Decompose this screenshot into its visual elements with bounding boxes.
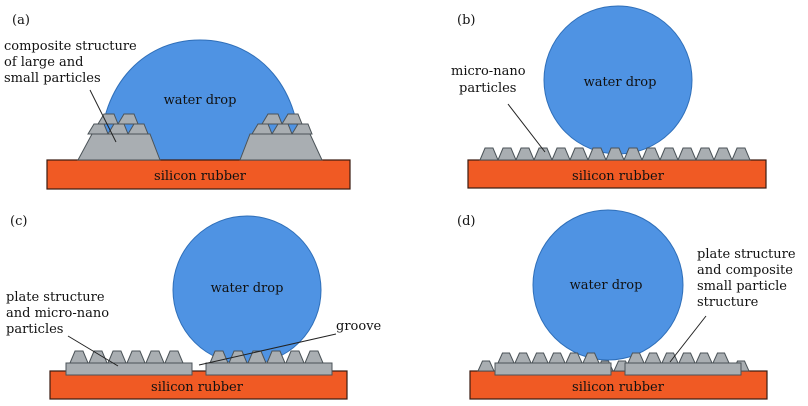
- micro-nano-particle: [497, 147, 517, 161]
- water-drop-label-c: water drop: [211, 281, 284, 296]
- panel-c: (c) water drop silicon rubber plate stru…: [6, 214, 382, 400]
- small-particle-a: [97, 113, 119, 125]
- water-drop-d: [532, 209, 684, 361]
- annotation-b-line1: micro-nano: [451, 64, 526, 79]
- annotation-b-line2: particles: [459, 81, 516, 96]
- micro-nano-particle: [69, 350, 89, 364]
- micro-nano-particle: [164, 350, 184, 364]
- water-drop-label-a: water drop: [164, 93, 237, 108]
- micro-nano-particle: [515, 147, 535, 161]
- plate-c-left: [65, 362, 193, 376]
- annotation-d-line4: structure: [697, 295, 759, 310]
- micro-nano-particle: [731, 147, 751, 161]
- annotation-c-line3: particles: [6, 322, 63, 337]
- annotation-d-leader: [669, 315, 707, 363]
- micro-nano-particle: [285, 350, 305, 364]
- annotation-c-line1: plate structure: [6, 290, 105, 305]
- panel-d: (d) water drop silicon rubber plate stru…: [457, 209, 796, 400]
- micro-nano-particle: [605, 147, 625, 161]
- water-drop-label-b: water drop: [584, 75, 657, 90]
- small-particle: [695, 352, 713, 364]
- annotation-c-leader: [67, 335, 119, 367]
- annotation-a-leader: [89, 89, 117, 143]
- micro-nano-particle-row-b: [479, 147, 751, 161]
- annotation-a-line1: composite structure: [4, 39, 137, 54]
- annotation-b-leader: [507, 103, 546, 153]
- small-particle-a: [117, 113, 139, 125]
- micro-nano-particle: [713, 147, 733, 161]
- panel-b: (b) water drop silicon rubber micro-nano…: [451, 5, 767, 189]
- annotation-a-line2: of large and: [4, 55, 84, 70]
- silicon-rubber-c: [49, 370, 348, 400]
- micro-nano-particle: [659, 147, 679, 161]
- panel-a: (a) water drop silicon rubber composite …: [4, 13, 351, 190]
- panel-c-tag: (c): [10, 214, 27, 229]
- micro-nano-particle: [695, 147, 715, 161]
- micro-nano-particle: [126, 350, 146, 364]
- micro-nano-particle: [551, 147, 571, 161]
- micro-nano-particle: [209, 350, 229, 364]
- groove-leader: [198, 333, 337, 366]
- annotation-d-line2: and composite: [697, 263, 793, 278]
- small-particle: [514, 352, 532, 364]
- silicon-rubber-label-d: silicon rubber: [572, 380, 665, 395]
- large-particle-a-right: [239, 133, 323, 161]
- micro-nano-particle: [587, 147, 607, 161]
- panel-b-tag: (b): [457, 13, 475, 28]
- micro-nano-particle: [88, 350, 108, 364]
- micro-nano-particle: [533, 147, 553, 161]
- annotation-d-line3: small particle: [697, 279, 787, 294]
- silicon-rubber-label-a: silicon rubber: [154, 169, 247, 184]
- annotation-a-line3: small particles: [4, 71, 101, 86]
- plate-c-right: [205, 362, 333, 376]
- micro-nano-particle: [266, 350, 286, 364]
- plate-d-right: [624, 362, 742, 376]
- small-particle-a: [281, 113, 303, 125]
- small-particle-row-d-top: [497, 352, 730, 364]
- small-particle: [678, 352, 696, 364]
- silicon-rubber-a: [46, 159, 351, 190]
- micro-nano-particle: [623, 147, 643, 161]
- micro-nano-particle: [228, 350, 248, 364]
- groove-label: groove: [336, 319, 382, 334]
- silicon-rubber-label-b: silicon rubber: [572, 169, 665, 184]
- micro-nano-particle: [569, 147, 589, 161]
- small-particle: [644, 352, 662, 364]
- water-drop-label-d: water drop: [570, 278, 643, 293]
- micro-nano-particle-row-c: [69, 350, 324, 364]
- small-particle-a: [127, 123, 149, 135]
- silicon-rubber-b: [467, 159, 767, 189]
- small-particle: [712, 352, 730, 364]
- small-particle-a: [87, 123, 109, 135]
- micro-nano-particle: [107, 350, 127, 364]
- panel-d-tag: (d): [457, 214, 475, 229]
- small-particle: [548, 352, 566, 364]
- small-particle: [531, 352, 549, 364]
- annotation-d-line1: plate structure: [697, 247, 796, 262]
- small-particle-a: [261, 113, 283, 125]
- small-particle: [477, 360, 495, 372]
- panel-a-tag: (a): [12, 13, 30, 28]
- silicon-rubber-d: [469, 370, 768, 400]
- large-particle-a-left: [77, 133, 161, 161]
- plate-d-left: [494, 362, 612, 376]
- micro-nano-particle: [304, 350, 324, 364]
- micro-nano-particle: [677, 147, 697, 161]
- small-particle: [497, 352, 515, 364]
- micro-nano-particle: [479, 147, 499, 161]
- annotation-c-line2: and micro-nano: [6, 306, 109, 321]
- small-particle-a: [291, 123, 313, 135]
- water-drop-a: [99, 39, 301, 161]
- micro-nano-particle: [641, 147, 661, 161]
- micro-nano-particle: [145, 350, 165, 364]
- silicon-rubber-label-c: silicon rubber: [151, 380, 244, 395]
